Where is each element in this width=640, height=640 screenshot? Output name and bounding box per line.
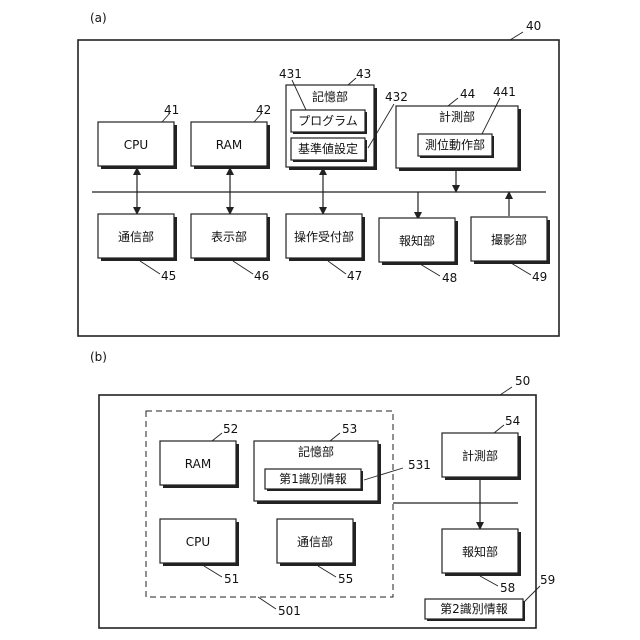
ram-label: RAM xyxy=(216,138,242,152)
figure-a: (a) 40 CPU 41 RAM 42 記憶部 43 プログラム 431 基準… xyxy=(78,11,559,336)
ref-58: 58 xyxy=(500,581,515,595)
ref-45: 45 xyxy=(161,269,176,283)
storage-label-b: 記憶部 xyxy=(298,444,334,459)
ref-43: 43 xyxy=(356,67,371,81)
ref-54: 54 xyxy=(505,414,520,428)
ref-value-label: 基準値設定 xyxy=(298,141,358,156)
figure-a-tag: (a) xyxy=(90,11,107,25)
device-frame-50 xyxy=(99,395,536,628)
ref-49: 49 xyxy=(532,270,547,284)
ref-44: 44 xyxy=(460,87,475,101)
ref-441: 441 xyxy=(493,85,516,99)
ref-501: 501 xyxy=(278,604,301,618)
ref-52: 52 xyxy=(223,422,238,436)
notify-label: 報知部 xyxy=(399,233,435,248)
ref-41: 41 xyxy=(164,103,179,117)
positioning-label: 測位動作部 xyxy=(425,137,485,152)
measure-label: 計測部 xyxy=(439,109,475,124)
leader-50 xyxy=(500,387,512,395)
figure-b: (b) 50 501 RAM 52 記憶部 53 第1識別情報 531 CPU … xyxy=(90,350,555,628)
ref-46: 46 xyxy=(254,269,269,283)
ref-55: 55 xyxy=(338,572,353,586)
ref-42: 42 xyxy=(256,103,271,117)
cpu-label: CPU xyxy=(124,138,148,152)
ref-51: 51 xyxy=(224,572,239,586)
ref-40: 40 xyxy=(526,19,541,33)
measure-label-b: 計測部 xyxy=(462,448,498,463)
comm-label: 通信部 xyxy=(118,229,154,244)
figure-b-tag: (b) xyxy=(90,350,107,364)
display-label: 表示部 xyxy=(211,229,247,244)
ref-48: 48 xyxy=(442,271,457,285)
comm-label-b: 通信部 xyxy=(297,534,333,549)
ref-431: 431 xyxy=(279,67,302,81)
ref-59: 59 xyxy=(540,573,555,587)
ref-53: 53 xyxy=(342,422,357,436)
ref-531: 531 xyxy=(408,458,431,472)
leader-40 xyxy=(510,32,523,40)
ref-50: 50 xyxy=(515,374,530,388)
cpu-label-b: CPU xyxy=(186,535,210,549)
storage-label: 記憶部 xyxy=(312,89,348,104)
id2-label: 第2識別情報 xyxy=(440,602,508,616)
ram-label-b: RAM xyxy=(185,457,211,471)
notify-label-b: 報知部 xyxy=(462,544,498,559)
id1-label: 第1識別情報 xyxy=(279,472,347,486)
ref-432: 432 xyxy=(385,90,408,104)
program-label: プログラム xyxy=(298,114,358,128)
input-label: 操作受付部 xyxy=(294,229,354,244)
camera-label: 撮影部 xyxy=(491,232,527,247)
ref-47: 47 xyxy=(347,269,362,283)
